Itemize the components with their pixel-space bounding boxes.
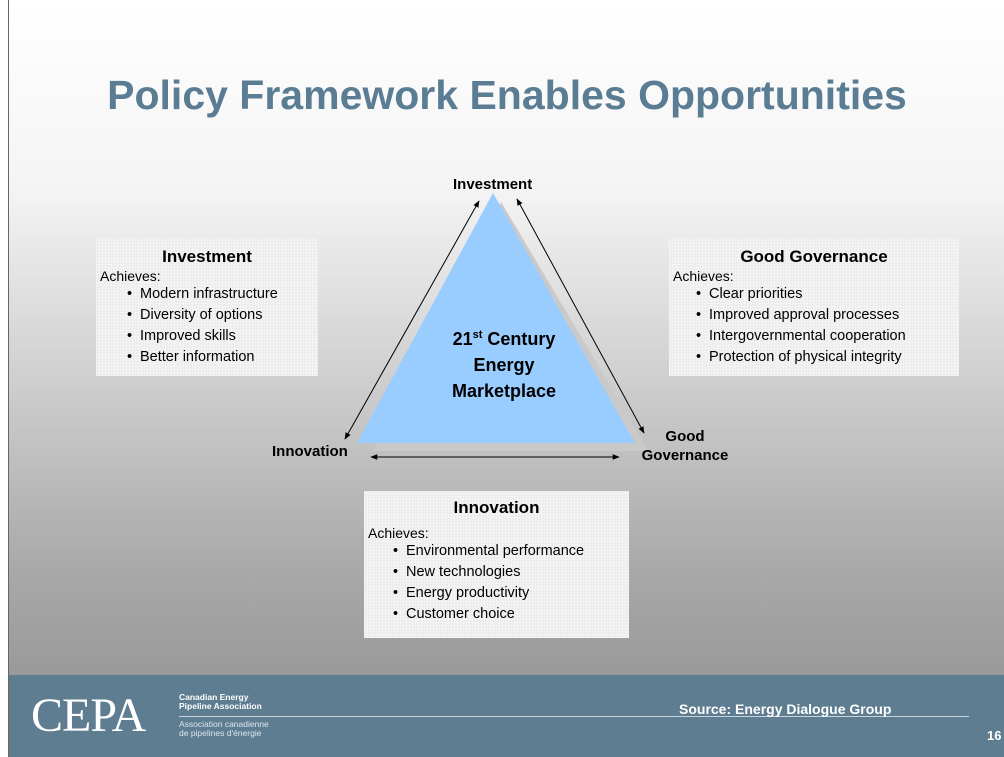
innovation-heading: Innovation xyxy=(453,498,540,517)
slide: Policy Framework Enables Opportunities I… xyxy=(8,0,1004,757)
innovation-achieves: Achieves: xyxy=(368,525,429,541)
source-note: Source: Energy Dialogue Group xyxy=(679,701,892,717)
list-item: •Better information xyxy=(127,349,255,365)
arrow-left-edge xyxy=(344,200,480,440)
governance-heading: Good Governance xyxy=(740,247,888,266)
footer-divider xyxy=(179,716,969,717)
list-item: •Modern infrastructure xyxy=(127,286,278,302)
footer-bar: CEPA Canadian Energy Pipeline Associatio… xyxy=(9,675,1004,757)
center-line1: 21st Century xyxy=(452,329,556,349)
governance-box: Good Governance Achieves: •Clear priorit… xyxy=(669,238,959,376)
arrow-right-edge xyxy=(516,198,645,434)
vertex-right-label: Good Governance xyxy=(630,427,740,465)
triangle-diagram xyxy=(344,193,649,460)
triangle-center-label: 21st Century Energy Marketplace xyxy=(414,322,594,404)
governance-list: •Clear priorities •Improved approval pro… xyxy=(696,284,959,368)
cepa-logo: CEPA xyxy=(31,689,146,742)
slide-title: Policy Framework Enables Opportunities xyxy=(107,72,907,118)
innovation-box: Innovation Achieves: •Environmental perf… xyxy=(364,491,629,638)
vertex-top-label: Investment xyxy=(453,176,533,193)
list-item: •Intergovernmental cooperation xyxy=(696,328,906,344)
center-line3: Marketplace xyxy=(451,381,557,401)
investment-list: •Modern infrastructure •Diversity of opt… xyxy=(127,284,318,368)
vertex-right-line1: Good xyxy=(665,428,705,445)
center-line2: Energy xyxy=(473,355,535,375)
triangle xyxy=(357,193,635,443)
list-item: •Environmental performance xyxy=(393,543,585,559)
list-item: •Clear priorities xyxy=(696,286,803,302)
list-item: •Protection of physical integrity xyxy=(696,349,902,365)
list-item: •Improved skills xyxy=(127,328,236,344)
innovation-list: •Environmental performance •New technolo… xyxy=(393,541,629,625)
list-item: •Customer choice xyxy=(393,606,515,622)
list-item: •Energy productivity xyxy=(393,585,530,601)
governance-achieves: Achieves: xyxy=(673,268,734,284)
org-name-en: Canadian Energy Pipeline Association xyxy=(179,692,262,711)
list-item: •New technologies xyxy=(393,564,521,580)
vertex-right-line2: Governance xyxy=(641,447,729,464)
page-number: 16 xyxy=(987,728,1002,743)
investment-box: Investment Achieves: •Modern infrastruct… xyxy=(96,238,318,376)
investment-heading: Investment xyxy=(162,247,252,266)
investment-achieves: Achieves: xyxy=(100,268,161,284)
list-item: •Diversity of options xyxy=(127,307,263,323)
org-name-fr: Association canadienne de pipelines d'én… xyxy=(179,719,269,738)
list-item: •Improved approval processes xyxy=(696,307,900,323)
vertex-left-label: Innovation xyxy=(272,443,348,460)
